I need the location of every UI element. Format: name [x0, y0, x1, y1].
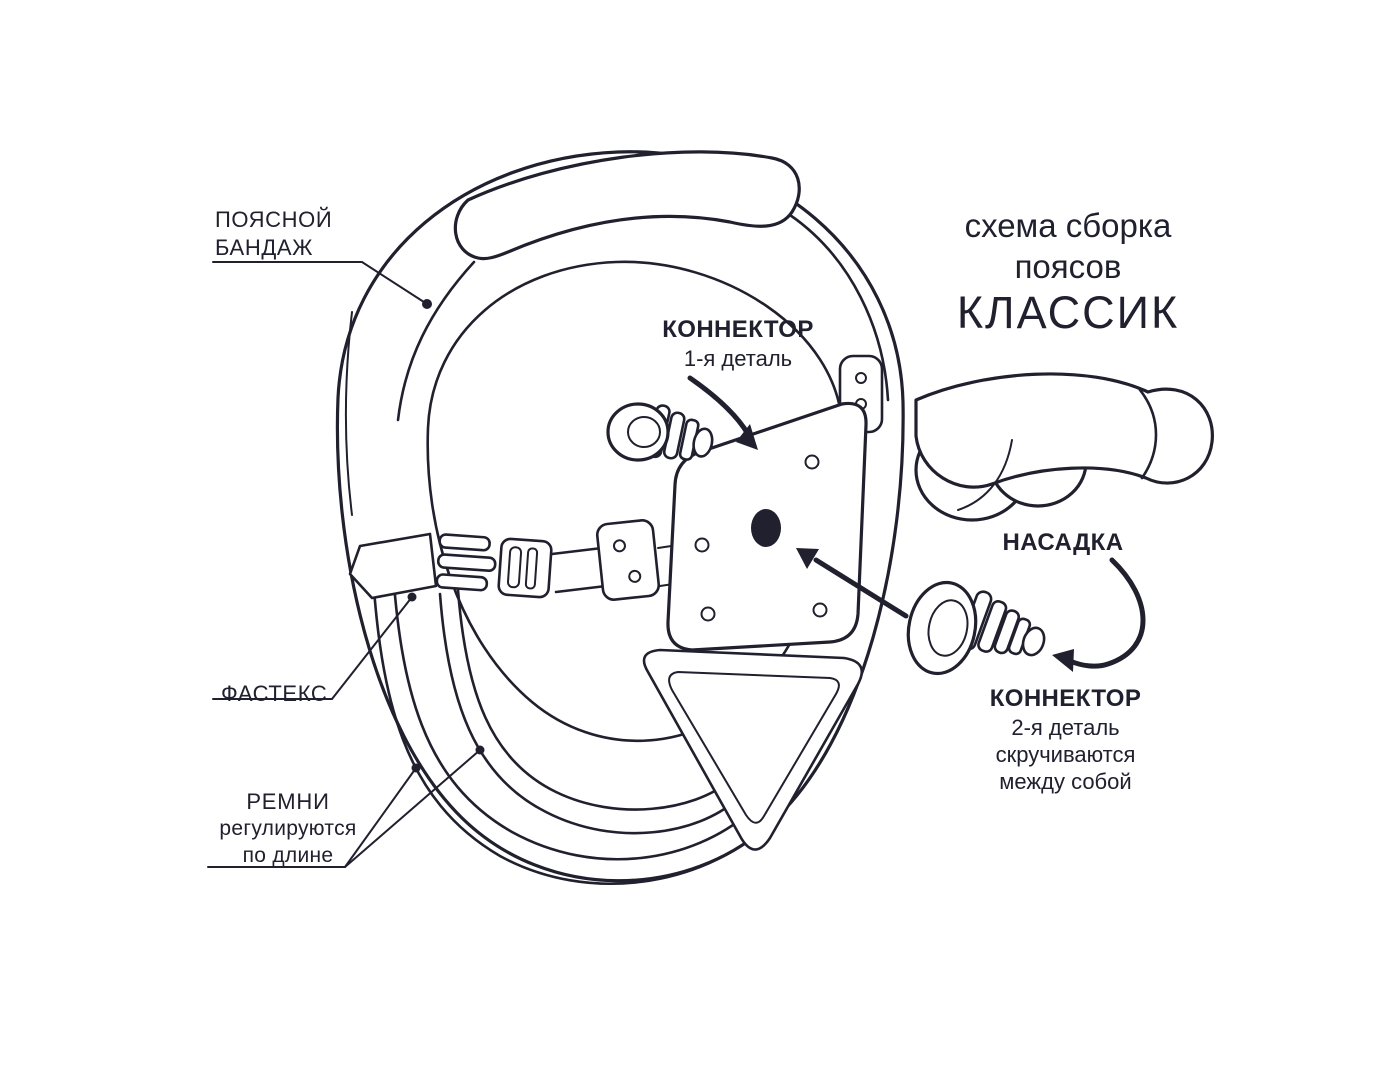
buckle-prongs	[435, 533, 497, 592]
label-connector-1: КОННЕКТОР 1-я деталь	[628, 315, 848, 373]
straps-line3: по длине	[242, 844, 334, 867]
plate-rivet-4	[804, 454, 820, 470]
buckle-strap-left	[348, 532, 438, 600]
fastex-title: ФАСТЕКС	[221, 681, 328, 706]
plate-rivet-2	[700, 606, 716, 622]
plate-rivet-3	[812, 602, 828, 618]
connector-2-note1: скручиваются	[995, 742, 1136, 767]
leader-dot-strap-1	[411, 763, 421, 773]
buckle-strap-right-bottom	[554, 584, 608, 594]
strap-inner-b	[456, 588, 730, 811]
label-straps: РЕМНИ регулируются по длине	[203, 788, 373, 869]
arrowhead-nasadka	[1052, 649, 1074, 672]
title-line-2: поясов	[1014, 248, 1122, 285]
leader-straps-branch-1	[344, 767, 417, 868]
arrowhead-connector2	[796, 548, 819, 569]
leader-waist-band	[212, 261, 428, 305]
connector-2-subtitle: 2-я деталь	[1011, 715, 1120, 740]
title-line-3: КЛАССИК	[956, 287, 1180, 338]
fastex-buckle	[348, 519, 681, 601]
arrow-nasadka-to-connector2	[1067, 557, 1146, 669]
arrow-connector1-to-plate	[687, 375, 751, 437]
plate-center-hole	[751, 509, 781, 547]
waist-band-line2: БАНДАЖ	[215, 235, 314, 260]
connector-1-title: КОННЕКТОР	[662, 316, 814, 343]
plate-rivet-1	[694, 537, 710, 553]
arrowhead-connector1	[736, 424, 758, 450]
connector-2-part	[906, 580, 1046, 676]
triangle-inner	[668, 671, 840, 824]
leader-straps-branch-2	[344, 749, 481, 868]
dildo-shaft	[914, 372, 1214, 489]
belt-inner-edge-left	[396, 260, 476, 422]
leader-fastex	[212, 596, 413, 700]
title-line-1: схема сборка	[964, 207, 1172, 244]
strap-adjuster	[595, 519, 661, 601]
straps-line2: регулируются	[219, 817, 357, 840]
leader-dot-waist-band	[422, 299, 432, 309]
diagram-title: схема сборка поясов КЛАССИК	[928, 205, 1208, 339]
connector-2-note2: между собой	[999, 769, 1132, 794]
dildo-crease-line	[957, 439, 1013, 511]
arrows	[687, 375, 1146, 672]
connector-1-part	[606, 402, 714, 462]
attachment-dildo	[914, 372, 1214, 522]
straps-line1: РЕМНИ	[246, 789, 330, 814]
leader-dot-fastex	[407, 592, 417, 602]
leg-straps	[370, 554, 767, 886]
waist-band-line1: ПОЯСНОЙ	[215, 207, 333, 232]
front-plate	[666, 354, 884, 652]
waist-pad	[453, 150, 801, 261]
leader-lines	[207, 261, 485, 868]
belt-inner-edge-right	[788, 213, 890, 402]
label-waist-band: ПОЯСНОЙ БАНДАЖ	[215, 206, 332, 262]
arrow-connector2-to-hole	[813, 557, 909, 619]
strap-outer-a	[370, 558, 767, 886]
strap-outer-b	[390, 554, 752, 861]
triangle-outer	[642, 648, 863, 851]
label-fastex: ФАСТЕКС	[221, 680, 327, 708]
connector-2-title: КОННЕКТОР	[989, 685, 1142, 712]
attachment-title: НАСАДКА	[1002, 529, 1124, 556]
belt-seam-left	[345, 311, 353, 516]
label-connector-2: КОННЕКТОР 2-я деталь скручиваются между …	[938, 684, 1193, 795]
dildo-glans-line	[1138, 388, 1158, 480]
front-triangle	[642, 648, 863, 851]
strap-inner-a	[438, 592, 738, 835]
buckle-female	[497, 537, 553, 599]
leader-dot-strap-2	[475, 745, 485, 755]
connector-1-subtitle: 1-я деталь	[683, 346, 793, 371]
buckle-strap-right-top	[550, 546, 604, 556]
label-attachment: НАСАДКА	[958, 528, 1168, 558]
